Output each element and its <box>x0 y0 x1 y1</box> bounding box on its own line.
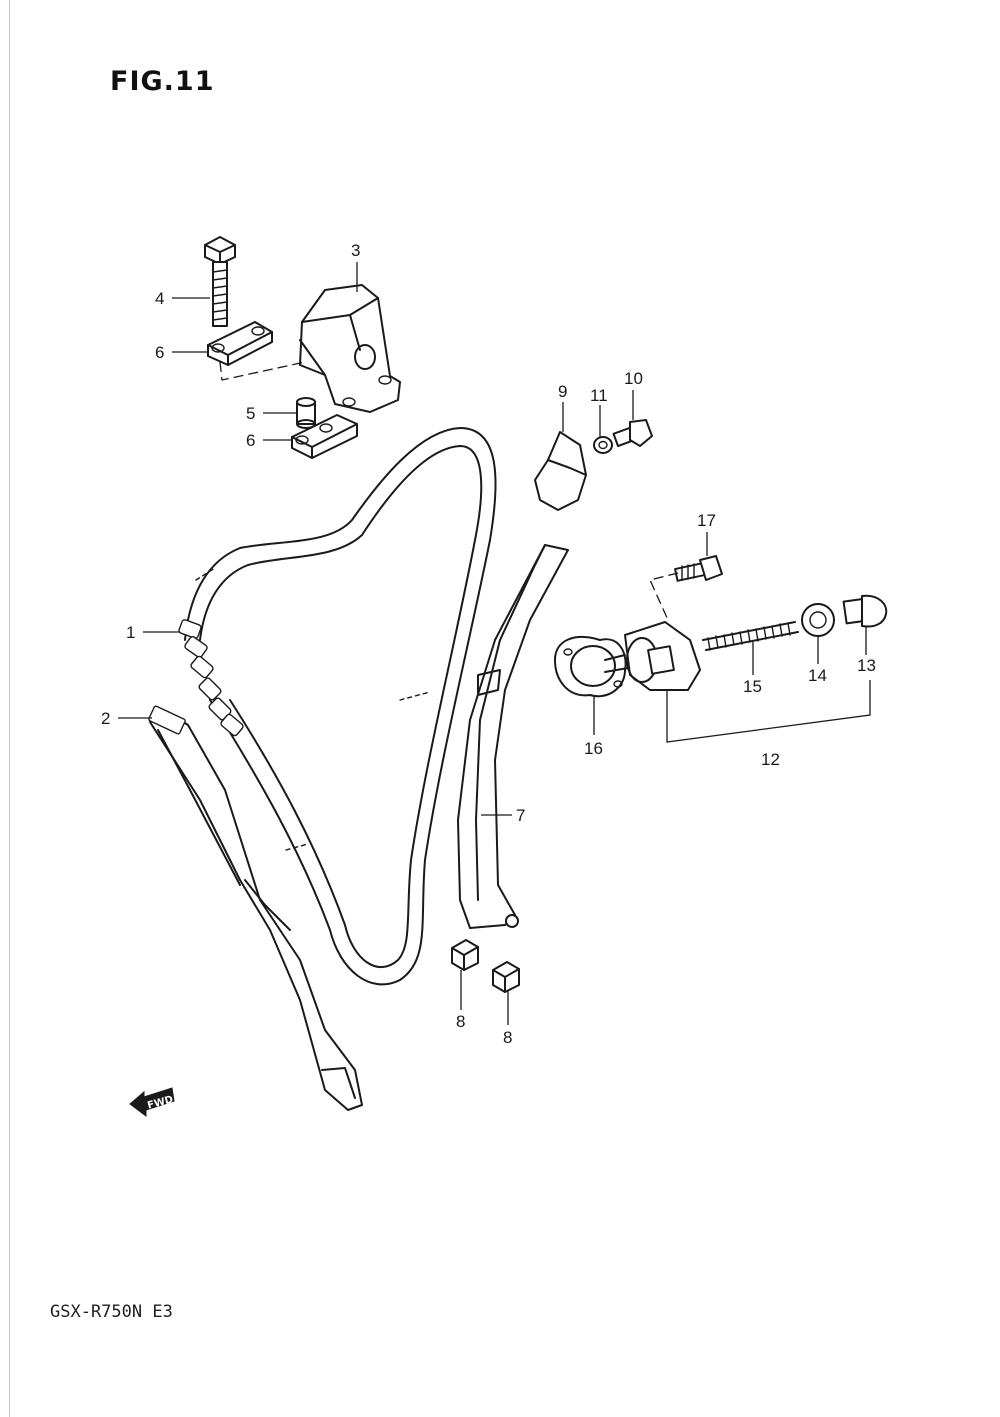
callout-1: 1 <box>126 623 135 642</box>
callout-11: 11 <box>590 386 608 405</box>
part-washer-14[interactable] <box>801 603 835 637</box>
part-spring-15[interactable] <box>702 621 799 651</box>
callout-4: 4 <box>155 289 164 308</box>
callout-6-upper: 6 <box>155 343 164 362</box>
part-rear-chain-guide[interactable] <box>457 544 569 929</box>
callout-5: 5 <box>246 404 255 423</box>
callout-6-lower: 6 <box>246 431 255 450</box>
model-code: GSX-R750N E3 <box>50 1302 173 1322</box>
part-washer-11[interactable] <box>593 436 613 454</box>
callout-8-left: 8 <box>456 1012 465 1031</box>
part-plate-6-lower[interactable] <box>291 414 358 459</box>
part-bolt-4[interactable] <box>204 236 236 327</box>
callout-14: 14 <box>808 666 827 685</box>
callout-13: 13 <box>857 656 876 675</box>
callout-16: 16 <box>584 739 603 758</box>
part-pad-8-left[interactable] <box>451 939 479 971</box>
washer-14-hole <box>809 611 827 629</box>
part-dowel-5[interactable] <box>296 397 316 429</box>
part-cam-chain[interactable] <box>184 427 497 986</box>
part-gasket-16[interactable] <box>554 635 627 698</box>
figure-title: FIG.11 <box>110 66 215 97</box>
binding-margin-line <box>9 0 10 1417</box>
chain-link-detail <box>178 619 244 737</box>
callout-2: 2 <box>101 709 110 728</box>
forward-direction-arrow-icon: FWD <box>129 1087 175 1117</box>
callout-12: 12 <box>761 750 780 769</box>
assembly-line-plate <box>219 361 306 381</box>
assembly-bracket-12 <box>666 680 871 743</box>
callout-8-right: 8 <box>503 1028 512 1047</box>
callout-15: 15 <box>743 677 762 696</box>
callout-17: 17 <box>697 511 716 530</box>
part-tensioner-body[interactable] <box>604 621 701 691</box>
part-guide-cushion-9[interactable] <box>534 431 587 511</box>
part-cap-bolt-13[interactable] <box>842 594 888 628</box>
part-upper-chain-guide[interactable] <box>299 284 401 413</box>
part-bolt-17[interactable] <box>674 555 723 582</box>
part-bolt-10[interactable] <box>612 419 653 447</box>
callout-9: 9 <box>558 382 567 401</box>
part-pad-8-right[interactable] <box>492 961 520 993</box>
washer-hole <box>598 440 608 450</box>
part-plate-6-upper[interactable] <box>207 321 273 366</box>
leader-lines <box>118 262 867 1025</box>
part-front-chain-guide[interactable] <box>148 705 363 1111</box>
callout-7: 7 <box>516 806 525 825</box>
assembly-line-bolt17 <box>649 572 679 621</box>
callout-10: 10 <box>624 369 643 388</box>
callout-3: 3 <box>351 241 360 260</box>
